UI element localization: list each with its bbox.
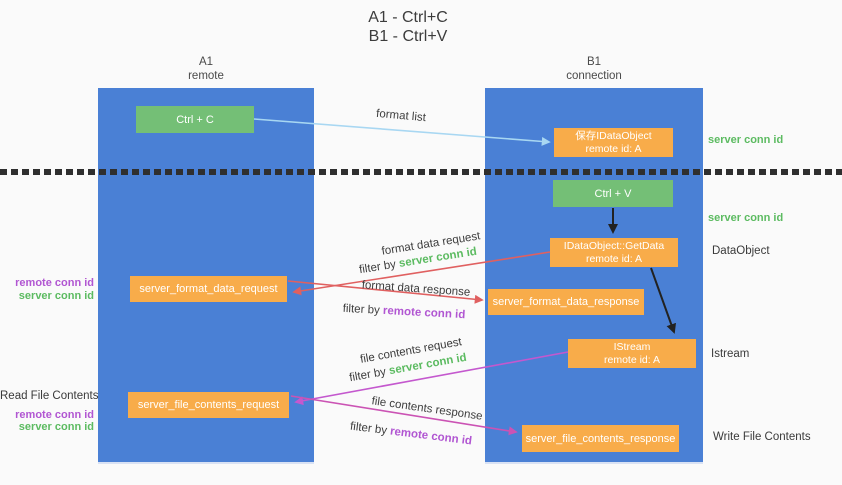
node-save-idataobject-title: 保存IDataObject <box>575 129 652 142</box>
annotation-server-conn-id-left-bottom: server conn id <box>18 421 94 433</box>
annotation-server-conn-id-left-top: server conn id <box>18 289 94 302</box>
filter-key-remote-conn-id: remote conn id <box>389 425 473 448</box>
node-server-format-data-request-label: server_format_data_request <box>139 283 278 295</box>
node-istream-title: IStream <box>613 340 651 353</box>
node-istream: IStream remote id: A <box>568 339 696 368</box>
node-getdata-remote-id: remote id: A <box>585 252 642 265</box>
annotation-server-conn-id-top: server conn id <box>708 134 784 146</box>
filter-prefix: filter by <box>349 420 388 437</box>
lane-b1-role: connection <box>566 69 622 82</box>
node-istream-remote-id: remote id: A <box>603 353 661 366</box>
node-ctrl-c: Ctrl + C <box>136 106 254 133</box>
annotation-server-conn-id-mid: server conn id <box>708 212 784 224</box>
node-ctrl-c-label: Ctrl + C <box>176 113 214 126</box>
annotation-remote-conn-id-bottom: remote conn id <box>15 408 94 421</box>
annotation-dataobject: DataObject <box>712 245 770 257</box>
title-line-1: A1 - Ctrl+C <box>368 9 448 26</box>
filter-prefix: filter by <box>358 258 397 277</box>
node-server-format-data-response-label: server_format_data_response <box>492 296 640 308</box>
label-format-data-response: format data response <box>361 279 470 299</box>
title-line-2: B1 - Ctrl+V <box>368 28 448 45</box>
annotation-read-file-contents: Read File Contents <box>0 390 99 402</box>
label-filter-by-remote-conn-id-1: filter by remote conn id <box>342 303 465 321</box>
lane-header-b1: B1 connection <box>534 56 654 83</box>
node-save-idataobject: 保存IDataObject remote id: A <box>554 128 673 157</box>
annotation-a1-file-block: Read File Contents remote conn id server… <box>0 390 99 434</box>
label-file-contents-response: file contents response <box>371 395 483 422</box>
machine-boundary-dashed-line <box>0 169 842 175</box>
node-server-file-contents-response-label: server_file_contents_response <box>525 432 676 445</box>
lane-a1-role: remote <box>188 69 224 82</box>
node-save-idataobject-remote-id: remote id: A <box>585 142 642 155</box>
annotation-a1-conn-ids: remote conn id server conn id <box>0 277 94 302</box>
node-getdata-title: IDataObject::GetData <box>563 239 665 252</box>
lane-header-a1: A1 remote <box>146 56 266 83</box>
annotation-istream: Istream <box>711 348 750 360</box>
node-ctrl-v: Ctrl + V <box>553 180 673 207</box>
node-idataobject-getdata: IDataObject::GetData remote id: A <box>550 238 678 267</box>
node-server-file-contents-response: server_file_contents_response <box>522 425 679 452</box>
diagram-title: A1 - Ctrl+C B1 - Ctrl+V <box>308 8 508 46</box>
lane-a1-id: A1 <box>198 56 214 68</box>
node-server-format-data-response: server_format_data_response <box>488 289 644 315</box>
node-server-format-data-request: server_format_data_request <box>130 276 287 302</box>
annotation-remote-conn-id-top: remote conn id <box>15 277 94 289</box>
filter-key-remote-conn-id: remote conn id <box>382 304 466 322</box>
label-format-list-text: format list <box>375 107 427 125</box>
label-format-data-response-text: format data response <box>361 279 471 299</box>
node-server-file-contents-request: server_file_contents_request <box>128 392 289 418</box>
label-filter-by-remote-conn-id-2: filter by remote conn id <box>349 421 472 448</box>
annotation-write-file-contents: Write File Contents <box>713 431 811 443</box>
filter-prefix: filter by <box>348 365 388 385</box>
label-format-list: format list <box>376 108 427 124</box>
node-server-file-contents-request-label: server_file_contents_request <box>137 399 280 411</box>
filter-prefix: filter by <box>342 302 381 317</box>
node-ctrl-v-label: Ctrl + V <box>594 187 632 200</box>
label-file-contents-response-text: file contents response <box>370 395 484 423</box>
lane-b1-id: B1 <box>586 56 602 68</box>
